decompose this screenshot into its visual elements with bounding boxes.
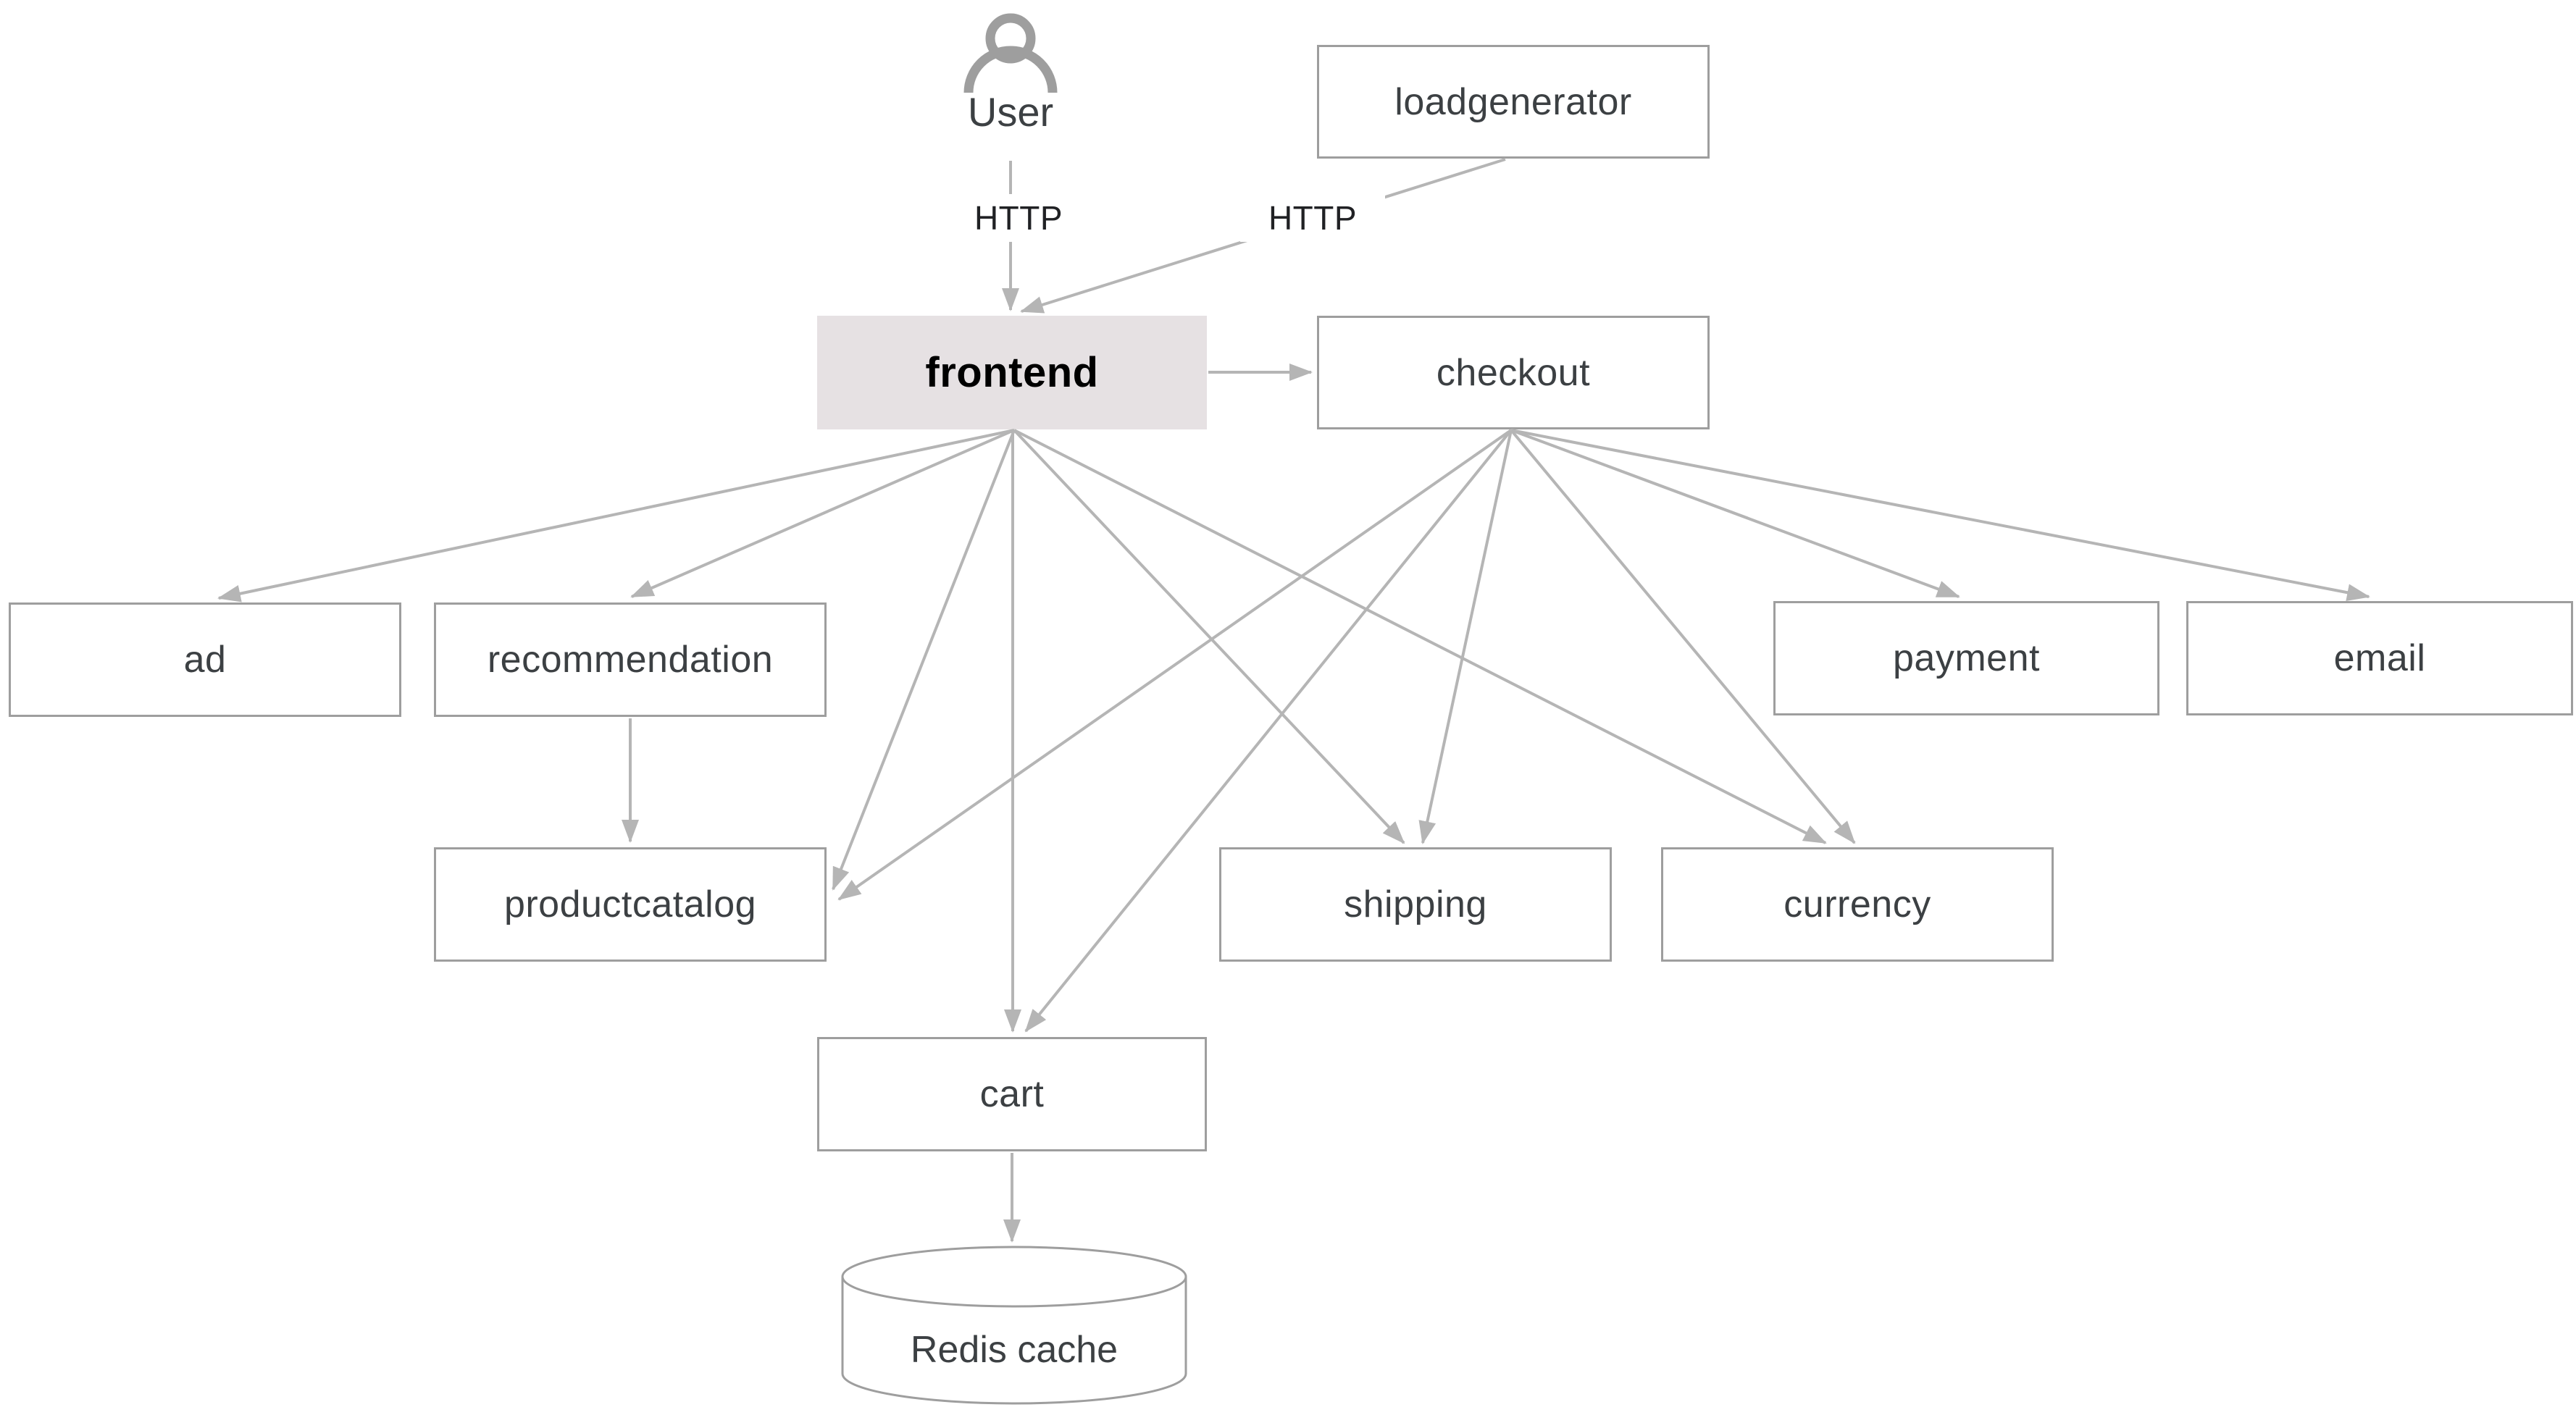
edge-label-http-user: HTTP — [946, 194, 1091, 242]
node-payment: payment — [1773, 601, 2159, 715]
user-icon-head — [985, 13, 1036, 64]
node-frontend-label: frontend — [925, 349, 1099, 396]
edge-checkout-shipping — [1418, 429, 1513, 844]
node-productcatalog: productcatalog — [434, 847, 827, 962]
node-ad: ad — [9, 602, 401, 717]
node-frontend: frontend — [817, 316, 1207, 429]
edge-label-http-loadgenerator: HTTP — [1240, 194, 1385, 242]
redis-cylinder — [841, 1246, 1187, 1405]
node-payment-label: payment — [1893, 637, 2040, 679]
node-cart-label: cart — [979, 1073, 1045, 1115]
node-currency-label: currency — [1783, 883, 1931, 925]
edge-frontend-recommendation — [630, 429, 1015, 598]
edge-frontend-shipping — [1013, 429, 1405, 844]
node-loadgenerator: loadgenerator — [1317, 45, 1710, 159]
node-shipping: shipping — [1219, 847, 1612, 962]
edge-checkout-payment — [1510, 429, 1960, 598]
node-redis-label: Redis cache — [910, 1329, 1118, 1371]
node-loadgenerator-label: loadgenerator — [1394, 80, 1632, 123]
node-currency: currency — [1661, 847, 2054, 962]
edge-frontend-productcatalog — [832, 429, 1016, 891]
edge-frontend-ad — [217, 429, 1015, 602]
node-checkout: checkout — [1317, 316, 1710, 429]
node-shipping-label: shipping — [1344, 883, 1487, 925]
node-email: email — [2186, 601, 2573, 715]
node-recommendation-label: recommendation — [487, 639, 774, 681]
node-checkout-label: checkout — [1436, 351, 1591, 394]
user-icon — [963, 13, 1058, 93]
node-email-label: email — [2333, 637, 2426, 679]
node-productcatalog-label: productcatalog — [503, 883, 757, 925]
edge-checkout-productcatalog — [837, 429, 1513, 901]
redis-cylinder-top — [841, 1246, 1187, 1308]
node-ad-label: ad — [183, 639, 227, 681]
user-label: User — [967, 89, 1054, 135]
node-recommendation: recommendation — [434, 602, 827, 717]
user-icon-shoulders — [963, 46, 1058, 93]
edge-frontend-currency — [1013, 429, 1827, 844]
node-cart: cart — [817, 1037, 1207, 1151]
edge-checkout-email — [1510, 429, 2370, 602]
